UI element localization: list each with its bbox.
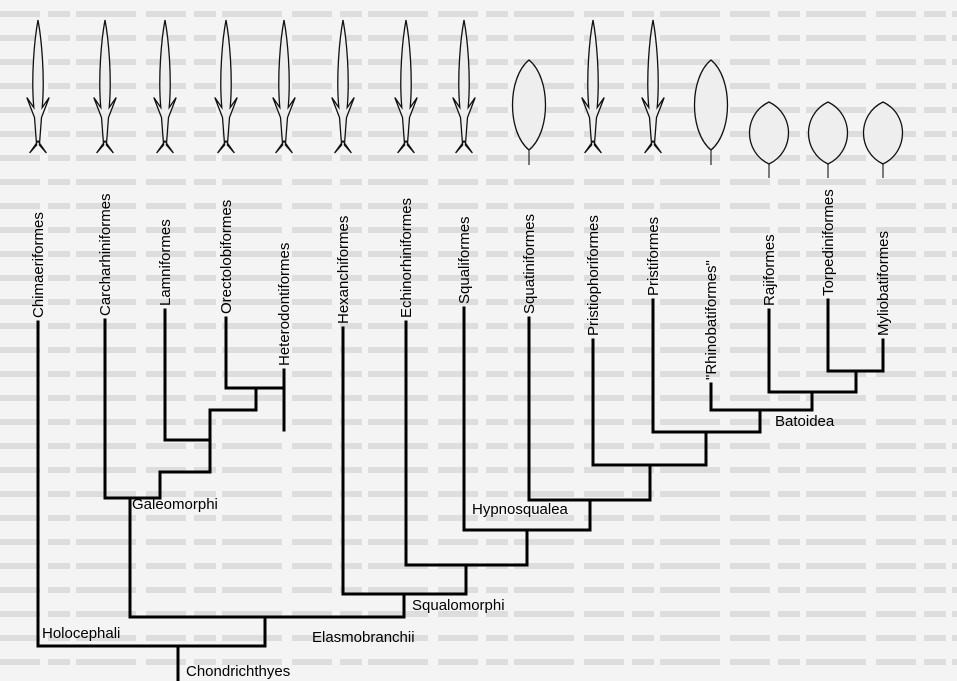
clade-label-elasmobranchii: Elasmobranchii	[312, 629, 415, 646]
taxon-label: Orectolobiformes	[218, 200, 235, 314]
clade-label-chondrichthyes: Chondrichthyes	[186, 663, 290, 680]
shark-icon	[215, 20, 237, 153]
taxon-label: Myliobatiformes	[875, 231, 892, 336]
taxon-label: Squatiniformes	[521, 214, 538, 314]
taxon-label: Squaliformes	[456, 216, 473, 304]
skate-icon	[750, 102, 789, 164]
clade-label-hypnosqualea: Hypnosqualea	[472, 501, 569, 518]
taxon-label: Lamniformes	[157, 219, 174, 306]
taxon-label: Hexanchiformes	[335, 216, 352, 324]
shark-icon	[273, 20, 295, 153]
clade-labels: Galeomorphi Holocephali Elasmobranchii S…	[42, 413, 835, 680]
taxon-label: Rajiformes	[761, 234, 778, 306]
taxon-labels: Chimaeriformes Carcharhiniformes Lamniform…	[30, 189, 892, 380]
taxon-label: Pristiophoriformes	[585, 215, 602, 336]
taxon-label: "Rhinobatiformes"	[703, 260, 720, 380]
taxon-label: Pristiformes	[645, 217, 662, 296]
shark-icon	[332, 20, 354, 153]
taxon-label: Chimaeriformes	[30, 212, 47, 318]
electric-ray-icon	[809, 102, 848, 164]
taxon-label: Echinorhiniformes	[398, 198, 415, 318]
shark-icon	[395, 20, 417, 153]
taxon-label: Heterodontiformes	[276, 243, 293, 366]
shark-icon	[453, 20, 475, 153]
sawshark-icon	[582, 20, 604, 153]
angelshark-icon	[513, 60, 546, 150]
shark-icon	[154, 20, 176, 153]
clade-label-holocephali: Holocephali	[42, 625, 120, 642]
clade-label-batoidea: Batoidea	[775, 413, 835, 430]
sawfish-icon	[642, 20, 664, 153]
chimaera-icon	[27, 20, 49, 153]
shark-icon	[94, 20, 116, 153]
taxon-label: Torpediniformes	[820, 189, 837, 296]
guitarfish-icon	[695, 60, 728, 150]
clade-label-squalomorphi: Squalomorphi	[412, 597, 505, 614]
clade-label-galeomorphi: Galeomorphi	[132, 496, 218, 513]
taxon-silhouettes	[27, 20, 903, 178]
cladogram-branches	[38, 300, 883, 681]
taxon-label: Carcharhiniformes	[97, 193, 114, 316]
stingray-icon	[864, 102, 903, 164]
